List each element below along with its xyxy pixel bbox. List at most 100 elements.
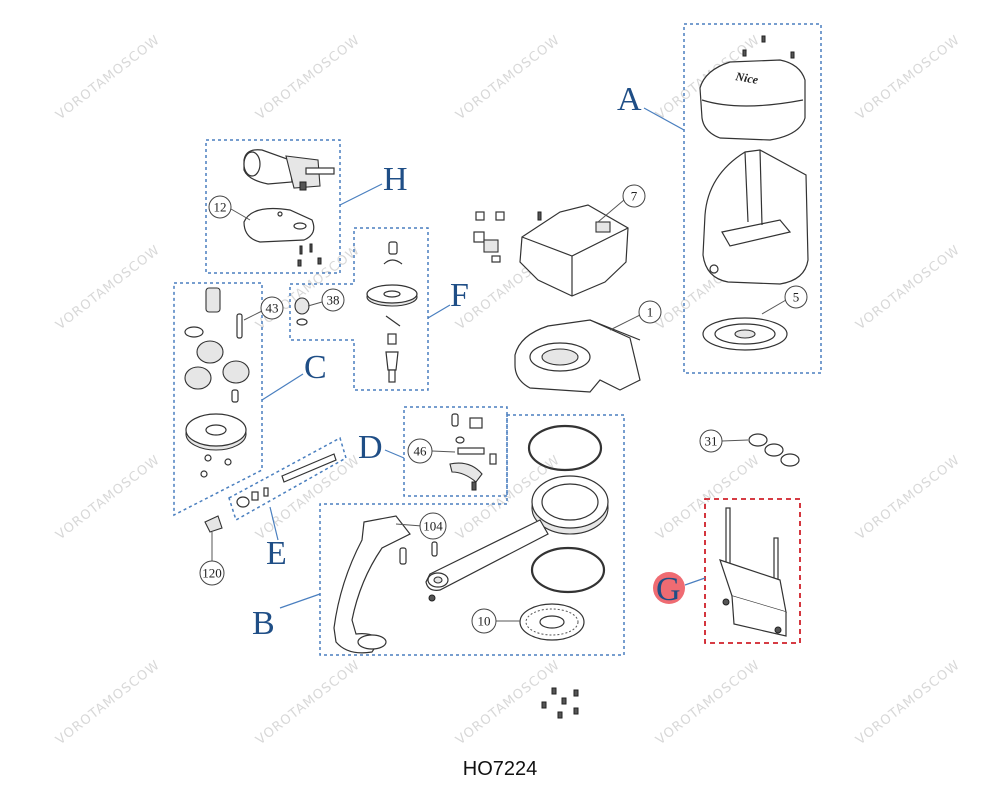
part-10-disc bbox=[519, 603, 585, 641]
group-c-leader bbox=[261, 373, 304, 401]
watermark: VOROTAMOSCOW bbox=[253, 33, 363, 124]
group-e[interactable]: E bbox=[228, 436, 347, 572]
group-f-letter: F bbox=[450, 277, 469, 314]
cover-brand: Nice bbox=[733, 69, 759, 87]
callout-38-leader bbox=[307, 301, 323, 307]
svg-text:5: 5 bbox=[793, 290, 800, 305]
group-b-letter: B bbox=[252, 605, 275, 642]
small-gear-38 bbox=[294, 297, 310, 326]
callout-46-leader bbox=[431, 450, 456, 453]
watermark: VOROTAMOSCOW bbox=[53, 453, 163, 544]
top-cover: Nice bbox=[699, 59, 806, 141]
curved-arm-104 bbox=[333, 515, 438, 654]
part-5-disc bbox=[702, 317, 788, 351]
svg-text:7: 7 bbox=[631, 189, 638, 204]
svg-text:46: 46 bbox=[414, 444, 428, 459]
watermark: VOROTAMOSCOW bbox=[853, 453, 963, 544]
small-parts-cluster bbox=[473, 211, 505, 263]
part-7-frame bbox=[519, 204, 629, 297]
motor bbox=[243, 149, 335, 191]
svg-text:12: 12 bbox=[214, 200, 227, 215]
callout-38[interactable]: 38 bbox=[321, 288, 345, 312]
main-arm bbox=[425, 519, 549, 602]
group-d-leader bbox=[384, 449, 405, 459]
group-g-box bbox=[704, 498, 801, 644]
cover-screws bbox=[742, 35, 795, 59]
plate-screws bbox=[297, 243, 322, 267]
group-b[interactable]: B 104 bbox=[252, 414, 625, 656]
group-d-letter: D bbox=[358, 429, 383, 466]
callout-46[interactable]: 46 bbox=[407, 438, 433, 464]
group-h-letter: H bbox=[383, 161, 408, 198]
callout-7[interactable]: 7 bbox=[622, 184, 646, 208]
gear-train bbox=[184, 287, 250, 478]
callout-104-leader bbox=[395, 523, 423, 527]
group-c-box bbox=[173, 282, 263, 517]
group-h-box bbox=[205, 139, 341, 274]
callout-7-leader bbox=[597, 199, 625, 223]
watermark: VOROTAMOSCOW bbox=[853, 658, 963, 749]
group-h-leader bbox=[339, 183, 383, 206]
callout-1[interactable]: 1 bbox=[638, 300, 662, 324]
group-a-letter: A bbox=[617, 81, 642, 118]
svg-text:1: 1 bbox=[647, 305, 654, 320]
group-f-leader bbox=[427, 304, 451, 319]
watermark: VOROTAMOSCOW bbox=[653, 658, 763, 749]
group-b-leader bbox=[279, 593, 321, 609]
watermark: VOROTAMOSCOW bbox=[453, 658, 563, 749]
bottom-screws bbox=[541, 687, 579, 719]
watermark: VOROTAMOSCOW bbox=[253, 243, 363, 334]
group-h[interactable]: H 12 bbox=[205, 139, 408, 274]
group-g-leader bbox=[684, 577, 706, 586]
part-31-washers bbox=[748, 433, 800, 467]
group-e-letter: E bbox=[266, 535, 287, 572]
callout-12-leader bbox=[230, 208, 251, 221]
group-e-leader bbox=[269, 506, 279, 541]
release-lever-parts bbox=[449, 413, 497, 491]
callout-31-leader bbox=[721, 439, 749, 442]
watermark: VOROTAMOSCOW bbox=[53, 658, 163, 749]
model-code-caption: HO7224 bbox=[462, 758, 538, 780]
group-g[interactable]: G bbox=[653, 498, 801, 644]
watermark-layer: VOROTAMOSCOW VOROTAMOSCOW VOROTAMOSCOW V… bbox=[53, 33, 963, 749]
svg-text:31: 31 bbox=[705, 434, 718, 449]
group-g-highlight bbox=[653, 572, 685, 604]
watermark: VOROTAMOSCOW bbox=[53, 33, 163, 124]
callout-10[interactable]: 10 bbox=[471, 608, 497, 634]
svg-text:104: 104 bbox=[423, 519, 443, 534]
watermark: VOROTAMOSCOW bbox=[253, 658, 363, 749]
callout-1-leader bbox=[609, 314, 641, 331]
group-f[interactable]: F 38 bbox=[289, 227, 469, 391]
callout-31[interactable]: 31 bbox=[699, 429, 723, 453]
toothed-ring bbox=[531, 475, 609, 535]
group-a-leader bbox=[643, 107, 685, 131]
part-1-base bbox=[514, 319, 641, 393]
group-d[interactable]: D 46 bbox=[358, 406, 508, 497]
shaft-parts bbox=[236, 453, 337, 508]
housing-body bbox=[702, 149, 809, 285]
ring-seals bbox=[527, 424, 606, 594]
callout-5[interactable]: 5 bbox=[784, 285, 808, 309]
group-b-box bbox=[319, 414, 625, 656]
pin-43 bbox=[236, 313, 243, 339]
callout-104[interactable]: 104 bbox=[419, 512, 447, 540]
callout-5-leader bbox=[761, 299, 787, 315]
group-c[interactable]: C 43 bbox=[173, 282, 327, 517]
svg-text:120: 120 bbox=[202, 566, 222, 581]
group-g-letter: G bbox=[656, 571, 681, 608]
mounting-plate bbox=[243, 207, 315, 243]
group-e-box bbox=[228, 436, 347, 522]
callout-120[interactable]: 120 bbox=[199, 560, 225, 586]
group-a-box bbox=[683, 23, 822, 374]
watermark: VOROTAMOSCOW bbox=[653, 453, 763, 544]
group-c-letter: C bbox=[304, 349, 327, 386]
group-a[interactable]: A Nice 5 bbox=[617, 23, 822, 374]
mounting-bracket bbox=[719, 507, 787, 637]
svg-text:10: 10 bbox=[478, 614, 491, 629]
svg-text:43: 43 bbox=[266, 301, 279, 316]
callout-12[interactable]: 12 bbox=[208, 195, 232, 219]
part-120 bbox=[204, 515, 223, 533]
callout-43[interactable]: 43 bbox=[260, 296, 284, 320]
callout-43-leader bbox=[243, 310, 263, 321]
